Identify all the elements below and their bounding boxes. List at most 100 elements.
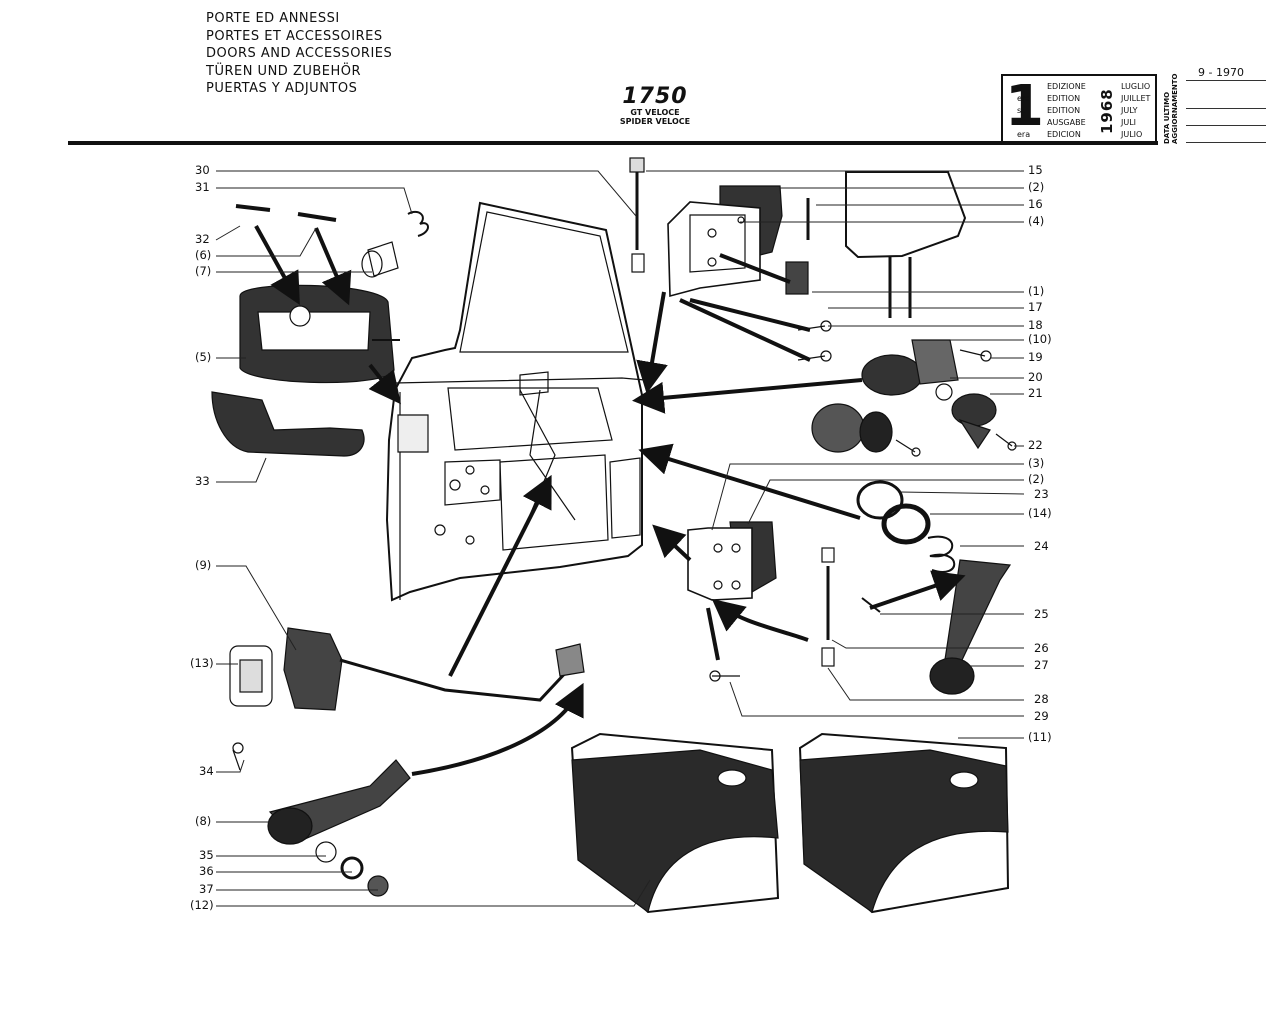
handle-grip: [211, 391, 365, 457]
label-7: (7): [195, 264, 212, 278]
month-fr: JUILLET: [1121, 94, 1151, 103]
door-lock: [229, 627, 343, 711]
door-panel-right: [798, 732, 1010, 914]
label-24: 24: [1034, 539, 1049, 553]
label-5: (5): [195, 350, 212, 364]
lower-hinge: [687, 521, 777, 601]
title-english: DOORS AND ACCESSORIES: [206, 46, 393, 61]
title-spanish: PUERTAS Y ADJUNTOS: [206, 81, 358, 96]
edition-box: 1 a ere st . era EDIZIONE EDITION EDITIO…: [1001, 74, 1157, 145]
label-1: (1): [1028, 284, 1045, 298]
label-8: (8): [195, 814, 212, 828]
suffix-it: a: [1017, 82, 1022, 91]
regulator-mechanism: [861, 339, 959, 396]
door-panel-left: [570, 732, 780, 914]
assembly-arrows: [254, 225, 966, 776]
month-it: LUGLIO: [1121, 82, 1151, 91]
pin-cap: [629, 157, 645, 173]
winding-handle: [951, 393, 997, 450]
suffix-es: era: [1017, 130, 1031, 139]
model-number: 1750: [622, 84, 688, 109]
label-12: (12): [190, 898, 214, 912]
lock-cylinder: [235, 204, 429, 278]
title-german: TÜREN UND ZUBEHÖR: [206, 63, 362, 79]
bushing: [631, 253, 645, 273]
word-en: EDITION: [1047, 106, 1081, 115]
variant-gt: GT VELOCE: [630, 108, 680, 117]
edition-words: EDIZIONE EDITION EDITION AUSGABE EDICION: [1047, 81, 1086, 141]
update-line-3: [1186, 125, 1266, 126]
label-27: 27: [1034, 658, 1049, 672]
screws: [232, 320, 1017, 771]
label-6: (6): [195, 248, 212, 262]
label-17: 17: [1028, 300, 1043, 314]
label-35: 35: [199, 848, 214, 862]
label-22: 22: [1028, 438, 1043, 452]
label-32: 32: [195, 232, 210, 246]
word-it: EDIZIONE: [1047, 82, 1086, 91]
label-37: 37: [199, 882, 214, 896]
page-title-block: PORTE ED ANNESSI PORTES ET ACCESSOIRES D…: [206, 10, 392, 98]
label-26: 26: [1034, 641, 1049, 655]
label-14: (14): [1028, 506, 1052, 520]
label-30: 30: [195, 163, 210, 177]
window-crank: [861, 559, 1012, 695]
bushing-28-top: [821, 547, 835, 563]
variant-spider: SPIDER VELOCE: [619, 117, 691, 126]
label-15: 15: [1028, 163, 1043, 177]
label-11: (11): [1028, 730, 1052, 744]
label-2-bottom: (2): [1028, 472, 1045, 486]
title-french: PORTES ET ACCESSOIRES: [206, 28, 383, 44]
seals: [856, 480, 956, 573]
label-36: 36: [199, 864, 214, 878]
label-23: 23: [1034, 487, 1049, 501]
edition-months: LUGLIO JUILLET JULY JULI JULIO: [1121, 81, 1150, 141]
month-de: JULI: [1121, 118, 1137, 127]
label-4: (4): [1028, 214, 1045, 228]
month-es: JULIO: [1121, 130, 1143, 139]
word-de: AUSGABE: [1047, 118, 1086, 127]
label-31: 31: [195, 180, 210, 194]
leader-lines: [215, 170, 1025, 907]
label-13: (13): [190, 656, 214, 670]
washer-20: [935, 383, 953, 401]
label-10: (10): [1028, 332, 1052, 346]
suffix-en: st: [1017, 106, 1025, 115]
update-line-1: [1186, 80, 1266, 81]
label-18: 18: [1028, 318, 1043, 332]
window-glass: [845, 171, 967, 318]
upper-hinge: [667, 185, 783, 298]
label-25: 25: [1034, 607, 1049, 621]
bushing-28: [821, 647, 835, 667]
inside-handle: [267, 759, 411, 897]
exterior-handle: [239, 284, 400, 384]
label-33: 33: [195, 474, 210, 488]
update-line-2: [1186, 108, 1266, 109]
title-italian: PORTE ED ANNESSI: [206, 11, 340, 26]
header-rule: [68, 141, 1158, 145]
last-update-date: 9 - 1970: [1198, 66, 1244, 79]
edition-number: 1: [1005, 74, 1044, 139]
label-21: 21: [1028, 386, 1043, 400]
label-16: 16: [1028, 197, 1043, 211]
label-3: (3): [1028, 456, 1045, 470]
label-19: 19: [1028, 350, 1043, 364]
label-28: 28: [1034, 692, 1049, 706]
word-fr: EDITION: [1047, 94, 1081, 103]
label-2-top: (2): [1028, 180, 1045, 194]
label-29: 29: [1034, 709, 1049, 723]
label-34: 34: [199, 764, 214, 778]
model-block: 1750 GT VELOCE SPIDER VELOCE: [610, 84, 700, 127]
suffix-de: .: [1017, 118, 1020, 127]
suffix-fr: ere: [1017, 94, 1030, 103]
interior-knob: [811, 403, 893, 453]
label-9: (9): [195, 558, 212, 572]
update-line-4: [1186, 142, 1266, 143]
check-strap: [785, 261, 809, 295]
edition-suffixes: a ere st . era: [1017, 81, 1030, 141]
door-frame: [385, 201, 646, 602]
word-es: EDICION: [1047, 130, 1081, 139]
label-20: 20: [1028, 370, 1043, 384]
month-en: JULY: [1121, 106, 1138, 115]
